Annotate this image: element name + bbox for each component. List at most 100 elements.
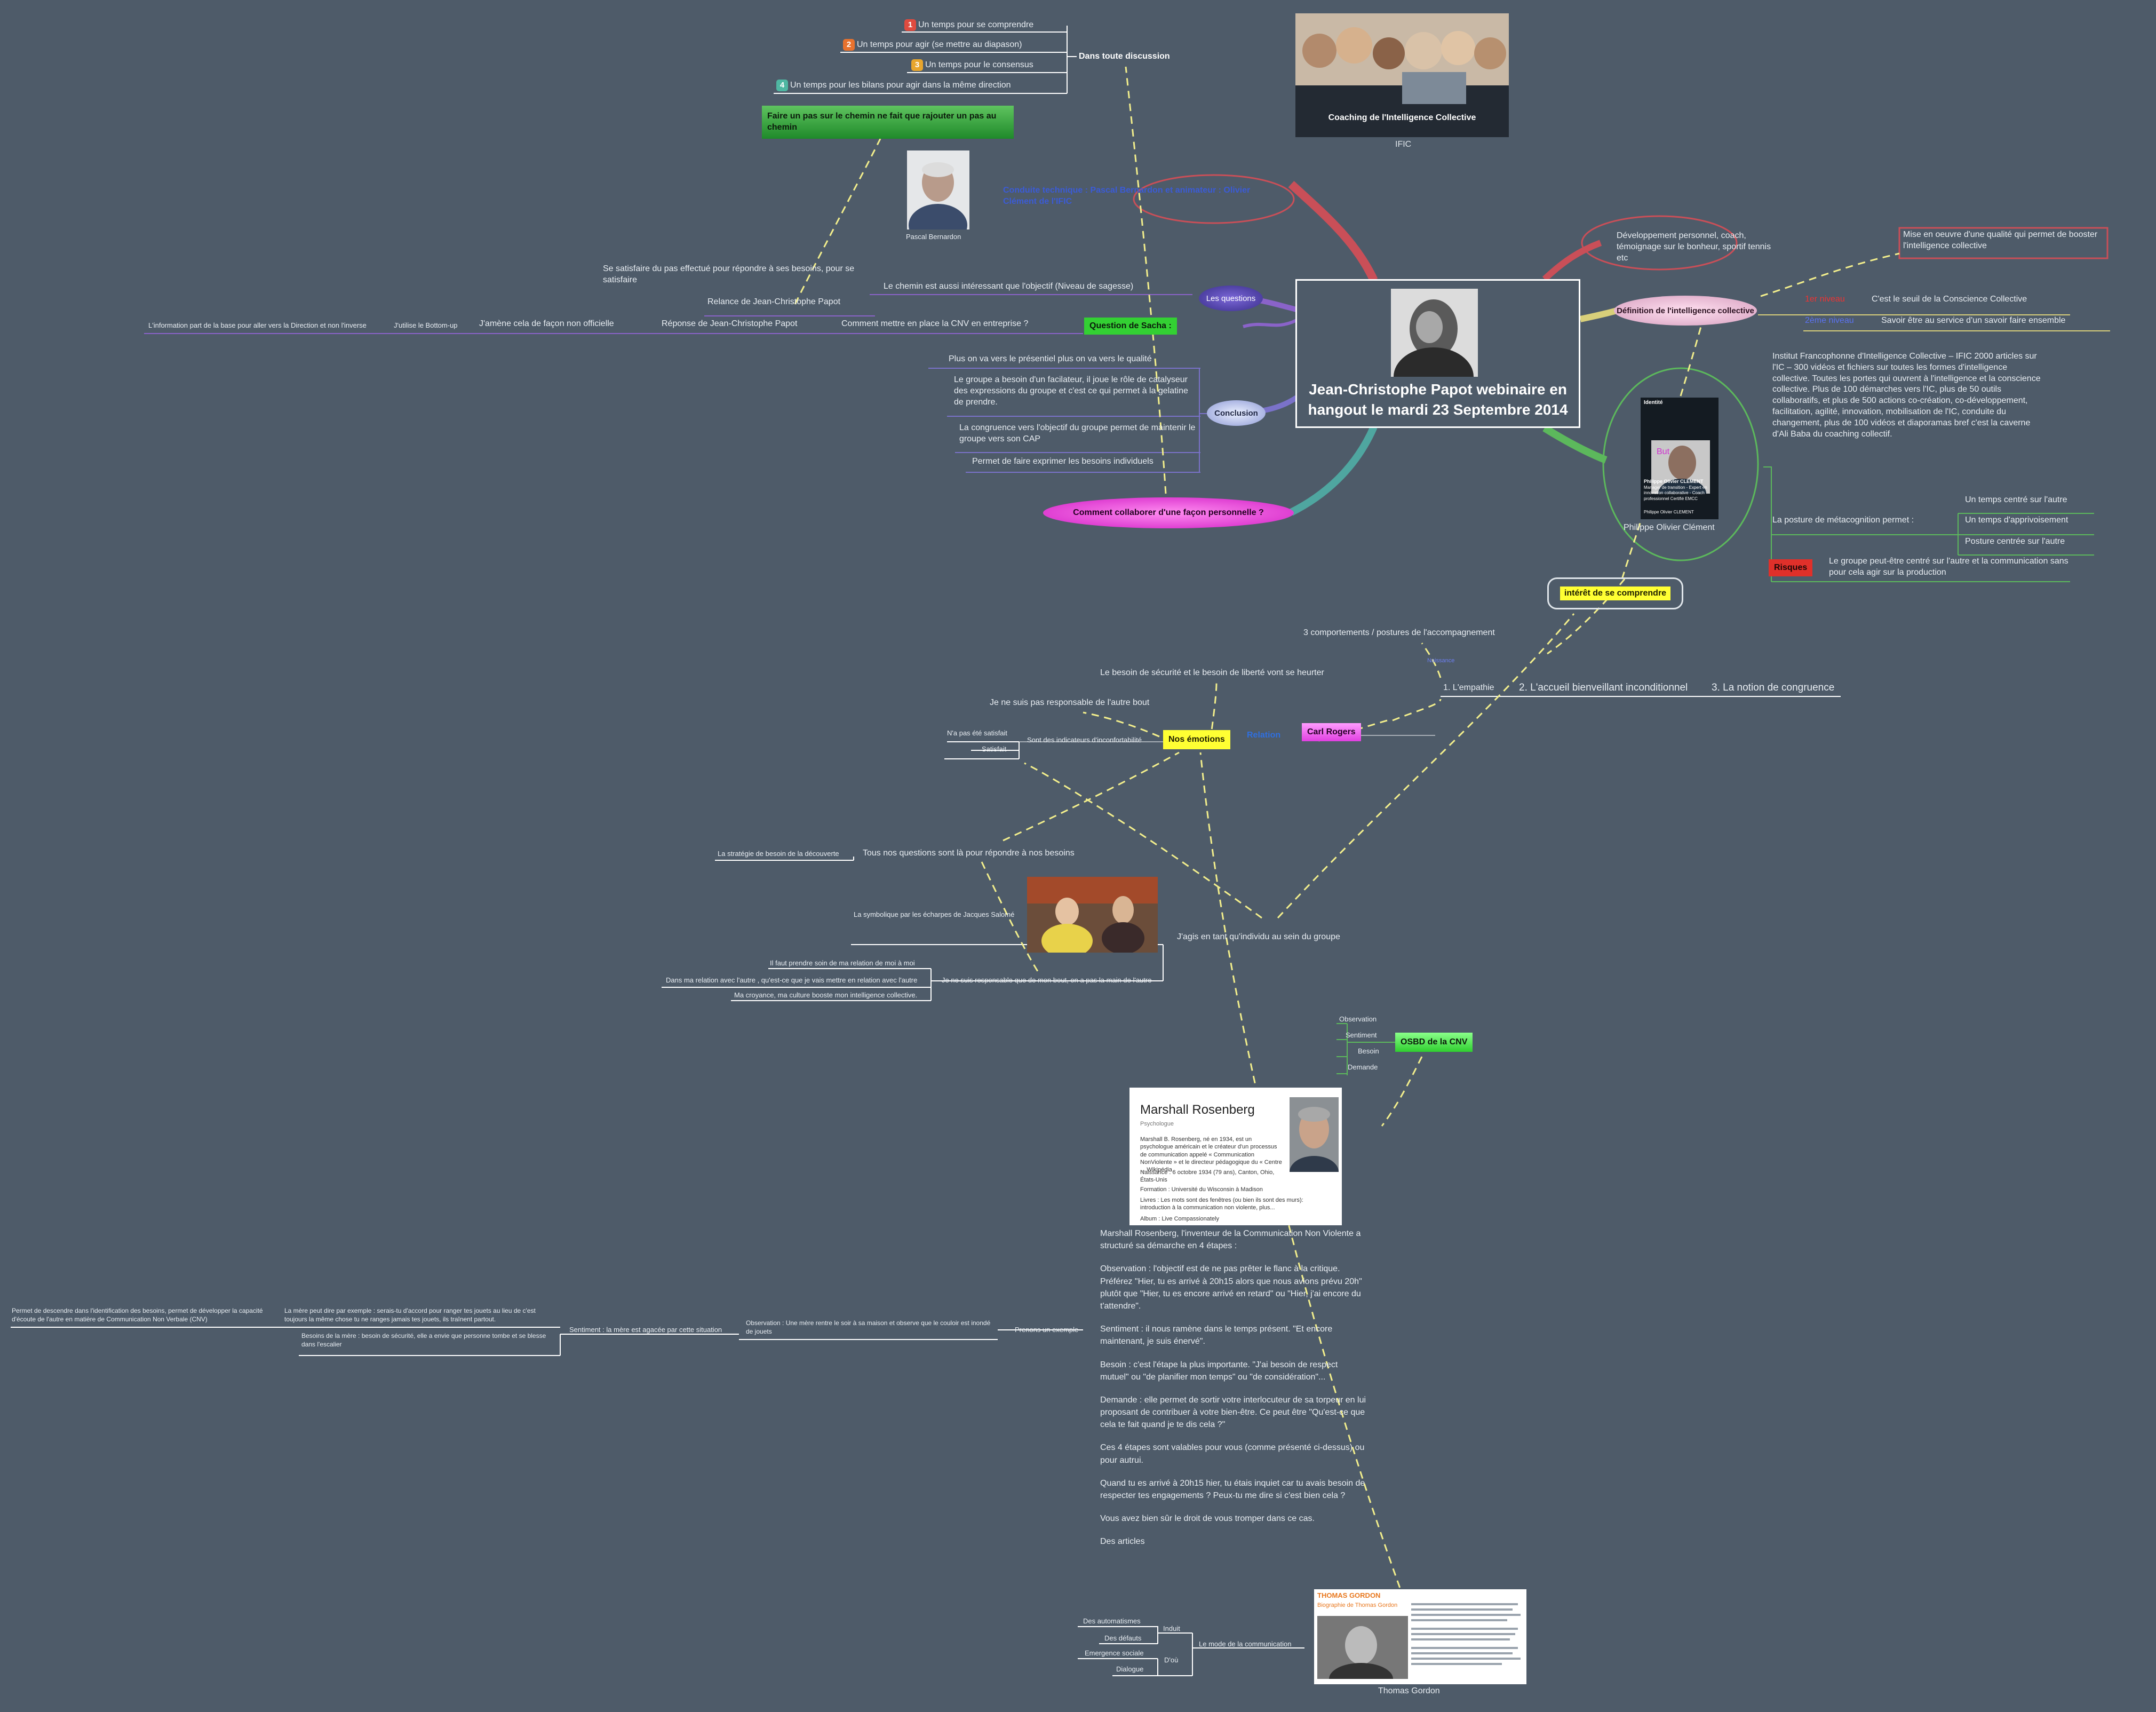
number-badge-2: 2: [843, 39, 855, 51]
gordon-induit[interactable]: Induit: [1163, 1624, 1180, 1632]
mise-text[interactable]: Mise en oeuvre d'une qualité qui permet …: [1903, 230, 2098, 250]
portrait-image: [1391, 289, 1478, 377]
branch-philippe: [1542, 425, 1608, 464]
exemple-observation[interactable]: Observation : Une mère rentre le soir à …: [746, 1319, 991, 1335]
posture-item-1[interactable]: Un temps centré sur l'autre: [1965, 495, 2067, 504]
risques-text[interactable]: Le groupe peut-être centré sur l'autre e…: [1829, 557, 2069, 577]
pascal-portrait[interactable]: [907, 150, 969, 229]
gordon-emergence[interactable]: Emergence sociale: [1085, 1649, 1144, 1657]
osbd-observation[interactable]: Observation: [1339, 1015, 1377, 1023]
conclusion-item-2[interactable]: Le groupe a besoin d'un facilateur, il j…: [954, 375, 1188, 407]
green-banner[interactable]: Faire un pas sur le chemin ne fait que r…: [762, 106, 1014, 139]
branch-sacha: [1243, 319, 1298, 328]
gordon-card[interactable]: THOMAS GORDON Biographie de Thomas Gordo…: [1314, 1589, 1526, 1684]
exemple-permet[interactable]: Permet de descendre dans l'identificatio…: [12, 1307, 263, 1323]
emotions-satisfait[interactable]: Satisfait: [982, 745, 1007, 753]
sacha-cnv[interactable]: Comment mettre en place la CNV en entrep…: [841, 319, 1029, 328]
besoins-questions[interactable]: Tous nos questions sont là pour répondre…: [863, 849, 1075, 858]
osbd-node[interactable]: OSBD de la CNV: [1395, 1033, 1473, 1052]
conduite-ellipse: [1133, 174, 1295, 224]
questions-item-1-sub[interactable]: Se satisfaire du pas effectué pour répon…: [603, 264, 855, 284]
conduite-text[interactable]: Conduite technique : Pascal Bernardon et…: [1003, 186, 1251, 206]
ific-image[interactable]: Coaching de l'Intelligence Collective: [1295, 13, 1509, 137]
niveau1-tag: 1er niveau: [1805, 295, 1845, 304]
sacha-info[interactable]: L'information part de la base pour aller…: [148, 321, 367, 329]
conclusion-item-3[interactable]: La congruence vers l'objectif du groupe …: [959, 423, 1196, 443]
philippe-card-head: Identité: [1644, 400, 1663, 406]
definition-oval-text[interactable]: Développement personnel, coach, témoigna…: [1617, 231, 1771, 263]
emotions-pas-satisfait[interactable]: N'a pas été satisfait: [947, 729, 1008, 737]
exemple-mere-peut[interactable]: La mère peut dire par exemple : serais-t…: [284, 1307, 536, 1323]
conclusion-node[interactable]: Conclusion: [1207, 400, 1266, 426]
emotions-indicateurs[interactable]: Sont des indicateurs d'inconfortabilité: [1027, 736, 1142, 744]
besoins-soin[interactable]: Il faut prendre soin de ma relation de m…: [770, 959, 915, 967]
posture-item-2[interactable]: Un temps d'apprivoisement: [1965, 516, 2069, 525]
exemple-sentiment[interactable]: Sentiment : la mère est agacée par cette…: [569, 1326, 722, 1334]
osbd-sentiment[interactable]: Sentiment: [1346, 1031, 1377, 1039]
emotions-node[interactable]: Nos émotions: [1163, 730, 1230, 749]
exemple-label[interactable]: Prenons un exemple: [1015, 1326, 1079, 1334]
posture-item-3[interactable]: Posture centrée sur l'autre: [1965, 537, 2065, 546]
rogers-accueil[interactable]: 2. L'accueil bienveillant inconditionnel: [1519, 682, 1688, 693]
besoins-strategie[interactable]: La stratégie de besoin de la découverte: [718, 850, 839, 858]
niveau1-text[interactable]: C'est le seuil de la Conscience Collecti…: [1872, 295, 2027, 304]
besoins-croyance[interactable]: Ma croyance, ma culture booste mon intel…: [734, 991, 918, 999]
besoins-symbolique[interactable]: La symbolique par les écharpes de Jacque…: [854, 910, 1015, 918]
questions-node[interactable]: Les questions: [1199, 286, 1263, 311]
emotions-securite[interactable]: Le besoin de sécurité et le besoin de li…: [1100, 668, 1324, 677]
gordon-automatismes[interactable]: Des automatismes: [1083, 1617, 1141, 1625]
conclusion-item-1[interactable]: Plus on va vers le présentiel plus on va…: [949, 354, 1152, 363]
posture-label[interactable]: La posture de métacognition permet :: [1772, 516, 1914, 525]
definition-oval-ellipse: [1581, 215, 1738, 271]
ific-photo: [1295, 13, 1509, 137]
mise-box: [1898, 227, 2109, 259]
risques-node[interactable]: Risques: [1769, 559, 1813, 576]
gordon-dou[interactable]: D'où: [1164, 1656, 1179, 1664]
rosenberg-note[interactable]: Marshall Rosenberg, l'inventeur de la Co…: [1100, 1229, 1366, 1547]
sacha-bottom[interactable]: J'utilise le Bottom-up: [394, 321, 458, 329]
sacha-node[interactable]: Question de Sacha :: [1084, 318, 1177, 335]
osbd-besoin[interactable]: Besoin: [1358, 1047, 1379, 1055]
ific-description[interactable]: Institut Francophonne d'Intelligence Col…: [1772, 352, 2041, 439]
relance-text[interactable]: Relance de Jean-Christophe Papot: [707, 297, 841, 306]
rogers-congruence[interactable]: 3. La notion de congruence: [1712, 682, 1835, 693]
philippe-but: But: [1657, 447, 1670, 456]
exemple-besoins-mere[interactable]: Besoins de la mère : besoin de sécurité,…: [301, 1332, 546, 1348]
gordon-card-title: THOMAS GORDON: [1317, 1591, 1381, 1599]
rogers-empathie[interactable]: 1. L'empathie: [1443, 683, 1494, 692]
gordon-mode[interactable]: Le mode de la communication: [1199, 1640, 1292, 1648]
interet-cloud[interactable]: intérêt de se comprendre: [1547, 577, 1683, 609]
conclusion-item-4[interactable]: Permet de faire exprimer les besoins ind…: [972, 457, 1153, 466]
besoins-bout[interactable]: Je ne suis responsable que de mon bout, …: [942, 976, 1152, 984]
rogers-comportements[interactable]: 3 comportements / postures de l'accompag…: [1303, 628, 1495, 637]
rogers-node[interactable]: Carl Rogers: [1302, 723, 1361, 741]
questions-item-1[interactable]: Le chemin est aussi intéressant que l'ob…: [884, 282, 1134, 291]
collaborer-node[interactable]: Comment collaborer d'une façon personnel…: [1043, 497, 1294, 528]
rosenberg-card[interactable]: Marshall Rosenberg Psychologue Marshall …: [1129, 1088, 1342, 1225]
definition-node[interactable]: Définition de l'intelligence collective: [1614, 296, 1757, 326]
salome-photo[interactable]: [1027, 877, 1158, 958]
number-badge-4: 4: [776, 80, 788, 91]
discussion-label[interactable]: Dans toute discussion: [1079, 52, 1170, 61]
rosenberg-desc: Marshall B. Rosenberg, né en 1934, est u…: [1140, 1136, 1282, 1174]
rosenberg-album: Album : Live Compassionately: [1140, 1216, 1219, 1222]
osbd-demande[interactable]: Demande: [1348, 1063, 1378, 1071]
central-topic[interactable]: Jean-Christophe Papot webinaire en hango…: [1295, 279, 1580, 428]
branch-pascal: [1288, 181, 1378, 282]
besoins-individu[interactable]: J'agis en tant qu'individu au sein du gr…: [1177, 932, 1340, 941]
sacha-reponse[interactable]: Réponse de Jean-Christophe Papot: [662, 319, 798, 328]
besoins-relation[interactable]: Dans ma relation avec l'autre , qu'est-c…: [666, 976, 918, 984]
niveau2-text[interactable]: Savoir être au service d'un savoir faire…: [1881, 316, 2066, 325]
philippe-card-desc: Manager de transition - Expert en innova…: [1644, 485, 1707, 501]
gordon-dialogue[interactable]: Dialogue: [1116, 1665, 1144, 1673]
sacha-officielle[interactable]: J'amène cela de façon non officielle: [479, 319, 614, 328]
philippe-card[interactable]: Identité But Philippe Olivier CLEMENT Ma…: [1641, 398, 1719, 519]
gordon-defauts[interactable]: Des défauts: [1104, 1634, 1142, 1642]
emotions-responsable[interactable]: Je ne suis pas responsable de l'autre bo…: [990, 698, 1150, 707]
ific-caption: IFIC: [1395, 140, 1412, 149]
